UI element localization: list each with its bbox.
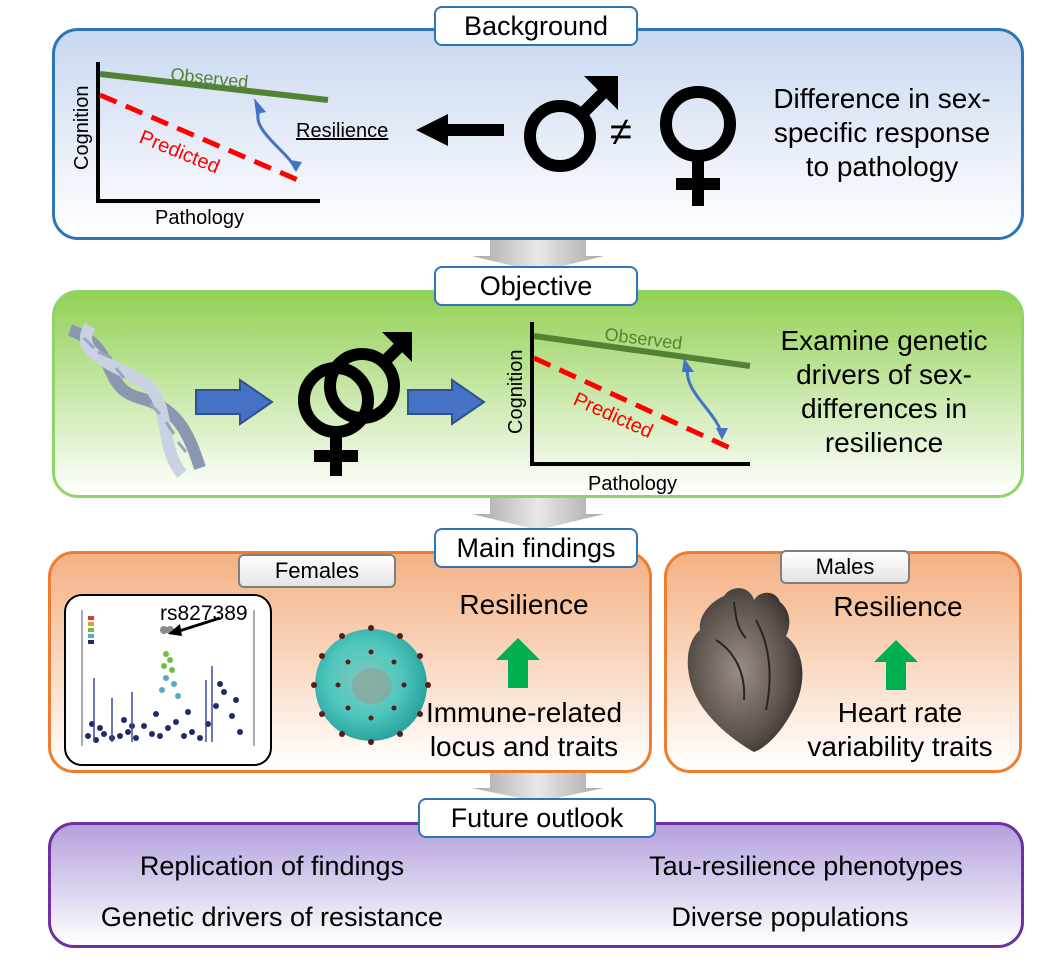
observed-label: Observed — [170, 64, 250, 92]
flow-arrow-1 — [472, 238, 604, 272]
objective-text-line-3: differences in — [800, 393, 968, 424]
dna-helix-icon — [67, 322, 206, 478]
immune-cell-icon — [311, 625, 431, 745]
up-arrow-icon — [496, 638, 540, 688]
left-arrow-icon — [416, 114, 504, 146]
pathology-axis-label: Pathology — [588, 473, 677, 495]
males-text: Heart rate variability traits — [796, 696, 1004, 764]
males-resilience: Resilience — [833, 591, 963, 622]
males-text-line-1: Heart rate — [837, 697, 963, 728]
future-item-replication: Replication of findings — [139, 851, 405, 881]
females-text-line-2: locus and traits — [429, 731, 619, 762]
resilience-curve-arrow — [685, 365, 724, 437]
future-item-diverse-populations: Diverse populations — [671, 902, 909, 932]
predicted-line — [532, 355, 732, 451]
females-label: Females — [238, 554, 396, 588]
males-label: Males — [780, 550, 910, 584]
objective-text-line-2: drivers of sex- — [796, 359, 972, 390]
flow-arrow-2 — [472, 496, 604, 530]
future-outlook-label: Future outlook — [418, 798, 656, 838]
predicted-line — [99, 92, 299, 183]
objective-graph: Observed Predicted Cognition Pathology — [505, 322, 751, 495]
females-resilience: Resilience — [459, 589, 589, 620]
background-text-line-2: specific response — [773, 117, 991, 148]
observed-line — [533, 333, 751, 369]
objective-text-line-4: resilience — [824, 427, 944, 458]
objective-label: Objective — [434, 266, 638, 306]
background-text-line-3: to pathology — [805, 151, 959, 182]
future-outlook-panel — [48, 822, 1024, 948]
manhattan-plot-graphic — [81, 610, 255, 746]
cognition-axis-label: Cognition — [505, 349, 527, 434]
background-text: Difference in sex- specific response to … — [762, 82, 1002, 184]
snp-label: rs827389 — [160, 602, 248, 625]
heart-icon — [687, 588, 803, 752]
predicted-label: Predicted — [136, 126, 223, 178]
resilience-label: Resilience — [296, 120, 389, 142]
manhattan-plot-icon — [64, 594, 272, 766]
males-text-line-2: variability traits — [807, 731, 993, 762]
females-text: Immune-related locus and traits — [414, 696, 634, 764]
flow-arrow-3 — [472, 771, 604, 802]
background-panel — [52, 28, 1024, 240]
not-equal-sign: ≠ — [610, 110, 632, 154]
main-findings-label: Main findings — [434, 528, 638, 568]
background-text-line-1: Difference in sex- — [773, 83, 991, 114]
background-graph: Observed Predicted Cognition Pathology — [71, 62, 329, 229]
females-text-line-1: Immune-related — [425, 697, 623, 728]
future-item-resistance: Genetic drivers of resistance — [100, 902, 444, 932]
intertwined-sex-symbols-icon — [298, 332, 412, 476]
observed-line — [99, 71, 329, 103]
right-arrow-icon — [407, 378, 486, 426]
up-arrow-icon — [874, 640, 918, 690]
right-arrow-icon — [195, 378, 274, 426]
background-label: Background — [434, 6, 638, 46]
female-symbol-icon — [660, 86, 736, 206]
pathology-axis-label: Pathology — [155, 207, 244, 229]
future-item-tau-resilience: Tau-resilience phenotypes — [649, 851, 963, 881]
male-symbol-icon — [524, 76, 618, 172]
objective-text: Examine genetic drivers of sex- differen… — [764, 324, 1004, 460]
objective-text-line-1: Examine genetic — [780, 325, 988, 356]
snp-pointer-arrow — [168, 616, 221, 636]
resilience-curve-arrow — [256, 107, 298, 171]
cognition-axis-label: Cognition — [71, 85, 93, 170]
